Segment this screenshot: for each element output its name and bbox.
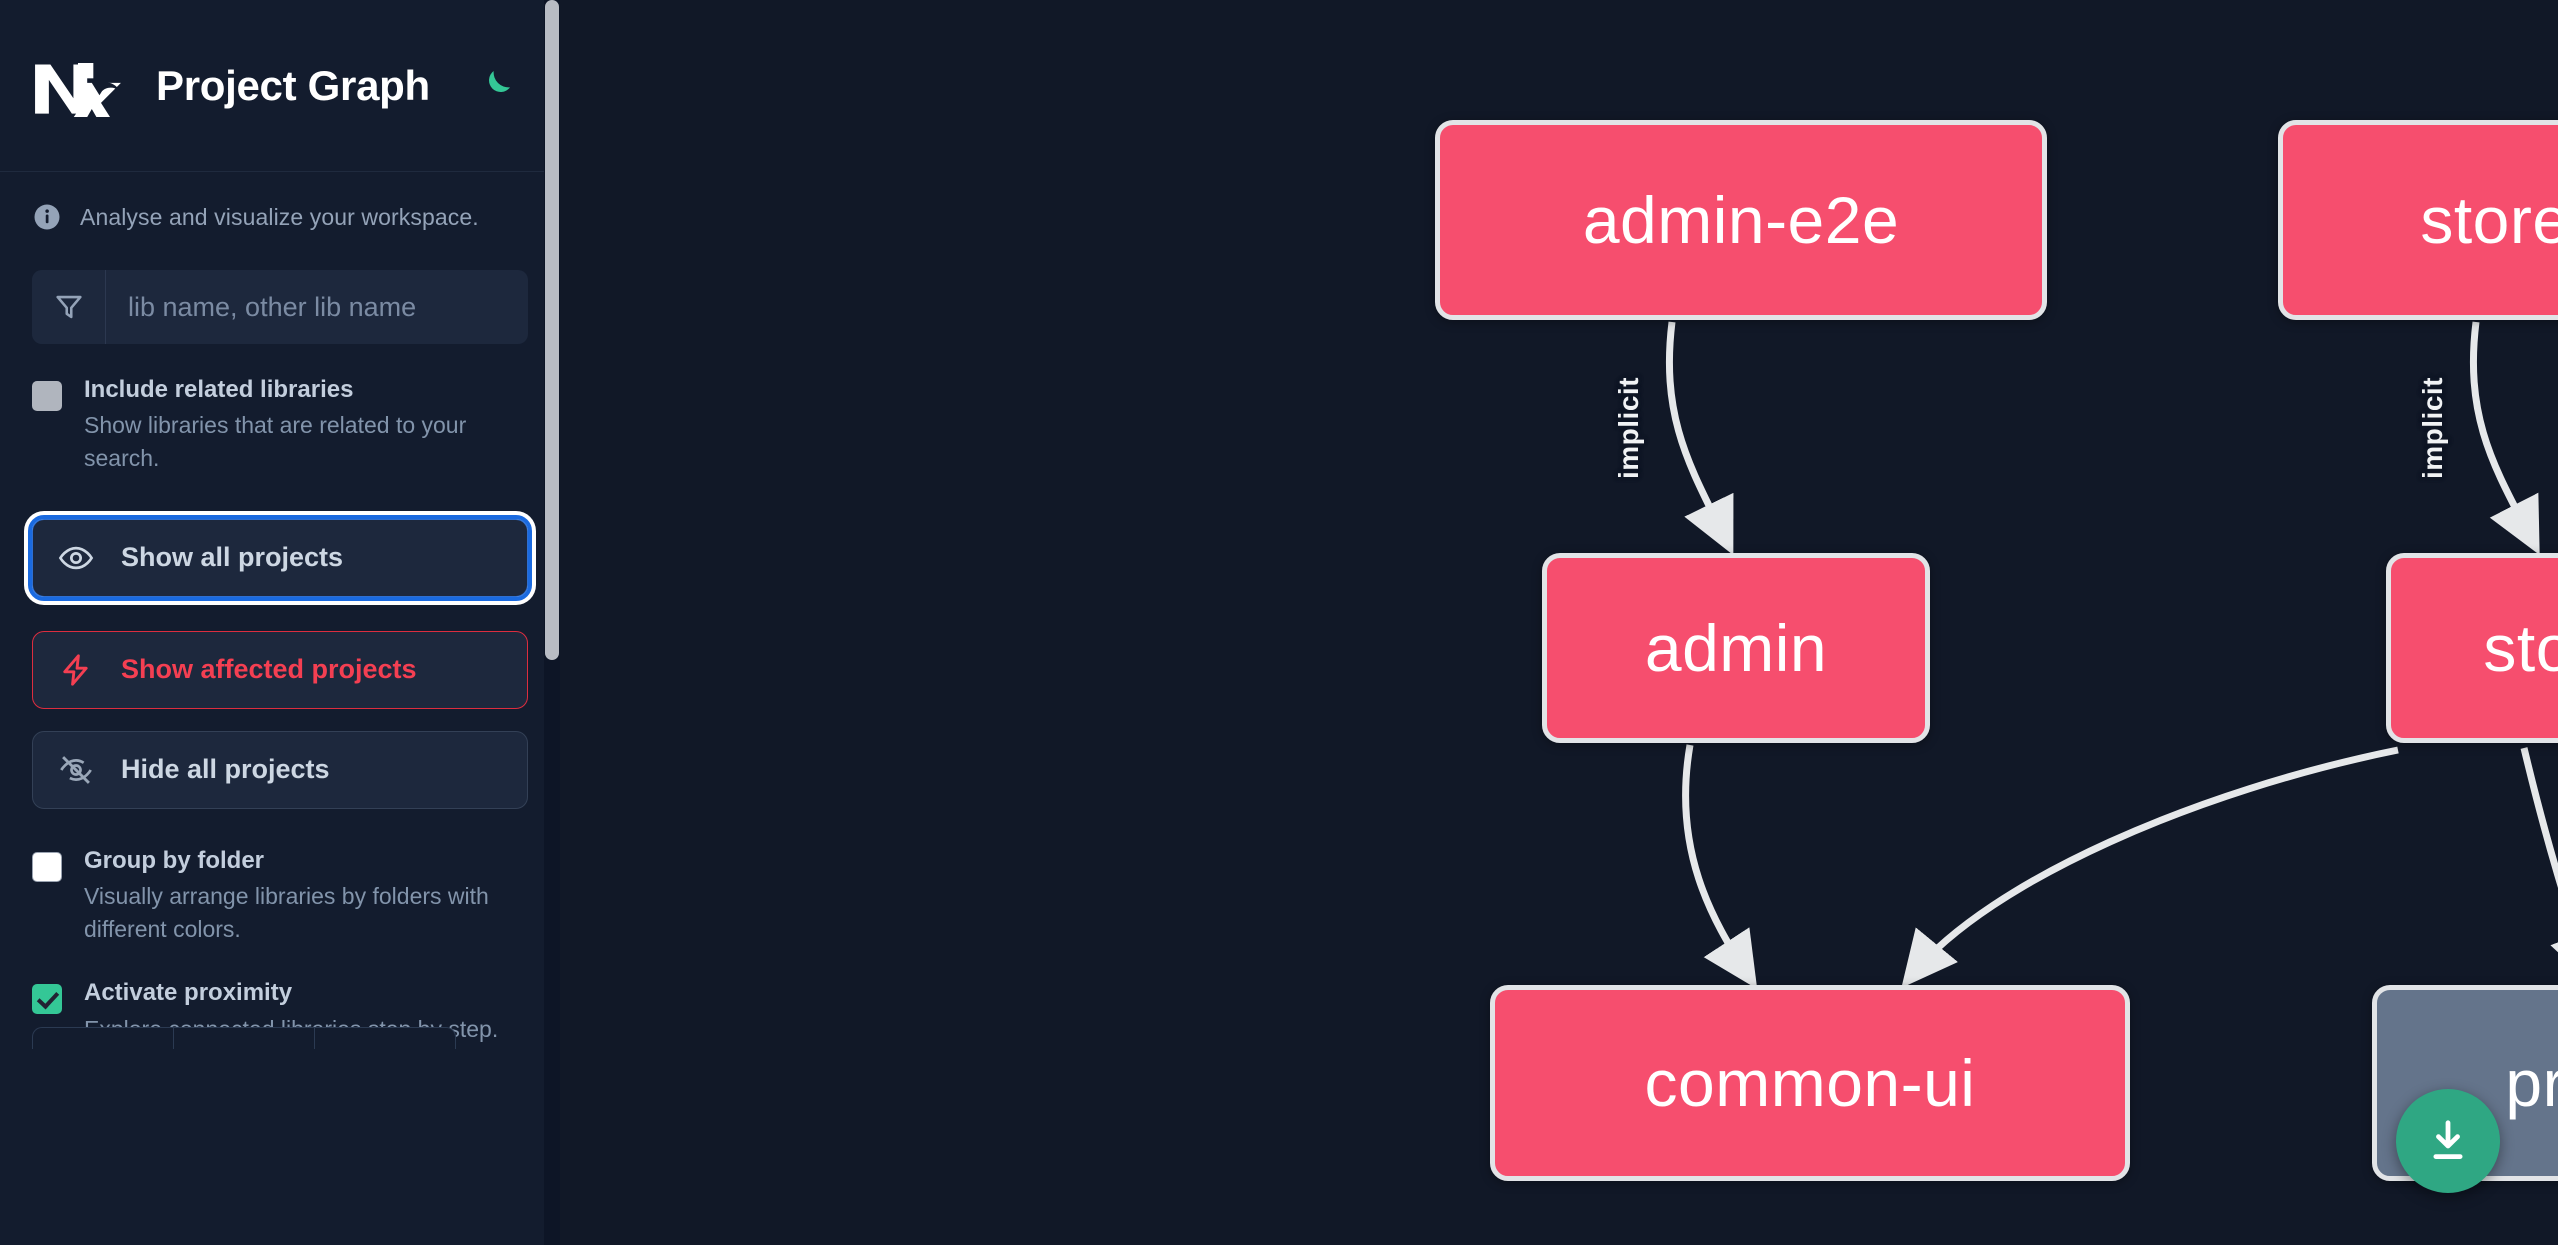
download-icon [2433,1120,2463,1159]
option-include-related-libraries[interactable]: Include related libraries Show libraries… [32,376,528,475]
option-label: Include related libraries [84,376,354,403]
show-all-projects-button[interactable]: Show all projects [28,514,532,601]
option-description: Visually arrange libraries by folders wi… [84,882,489,942]
stepper-segment[interactable] [33,1028,174,1050]
tagline-text: Analyse and visualize your workspace. [80,203,479,230]
sidebar-scrollbar-thumb[interactable] [545,0,559,660]
button-label: Hide all projects [121,754,330,785]
download-image-button[interactable] [2396,1089,2500,1193]
option-description: Show libraries that are related to your … [84,412,467,471]
nx-logo-icon [32,55,124,120]
info-icon [32,202,62,232]
checkbox-group-by-folder[interactable] [32,851,62,882]
graph-canvas[interactable]: admin-e2e store-e2e admin store common-u… [560,0,2558,1245]
graph-node-admin[interactable]: admin [1542,553,1930,743]
edge-store-e2e-to-store [2469,321,2540,555]
page-title: Project Graph [156,61,430,109]
option-group-by-folder[interactable]: Group by folder Visually arrange librari… [32,847,528,946]
graph-node-common-ui[interactable]: common-ui [1490,985,2130,1181]
edge-store-to-common-ui [1901,746,2399,988]
stepper-segment[interactable] [315,1028,455,1049]
lightning-icon [57,651,95,689]
moon-icon[interactable] [472,63,518,109]
visibility-button-group: Show all projects Show affected projects [28,514,532,809]
edge-admin-e2e-to-admin [1665,321,1734,556]
option-label: Activate proximity [84,979,293,1007]
hide-all-projects-button[interactable]: Hide all projects [32,730,528,809]
show-affected-projects-button[interactable]: Show affected projects [32,630,528,709]
graph-node-store[interactable]: store [2386,553,2558,743]
eye-off-icon [57,751,95,789]
search-field[interactable] [32,270,528,344]
button-label: Show all projects [121,542,344,573]
eye-icon [57,539,95,577]
stepper-segment[interactable] [174,1028,315,1050]
sidebar: Project Graph Analyse and visualize your… [0,0,560,1245]
proximity-stepper[interactable] [32,1027,456,1050]
sidebar-body: Include related libraries Show libraries… [0,270,560,1045]
filter-icon [32,270,106,344]
graph-node-admin-e2e[interactable]: admin-e2e [1435,120,2047,320]
sidebar-header: Project Graph [0,0,560,172]
edge-admin-to-common-ui [1682,744,1758,990]
sidebar-scrollbar[interactable] [544,0,560,1245]
option-label: Group by folder [84,846,264,874]
checkbox-include-related-libraries[interactable] [32,381,62,411]
graph-node-store-e2e[interactable]: store-e2e [2278,120,2558,320]
checkbox-activate-proximity[interactable] [32,984,62,1015]
button-label: Show affected projects [121,654,417,685]
workspace-tagline: Analyse and visualize your workspace. [0,172,560,258]
edge-store-to-products [2520,747,2558,988]
search-input[interactable] [106,270,528,344]
